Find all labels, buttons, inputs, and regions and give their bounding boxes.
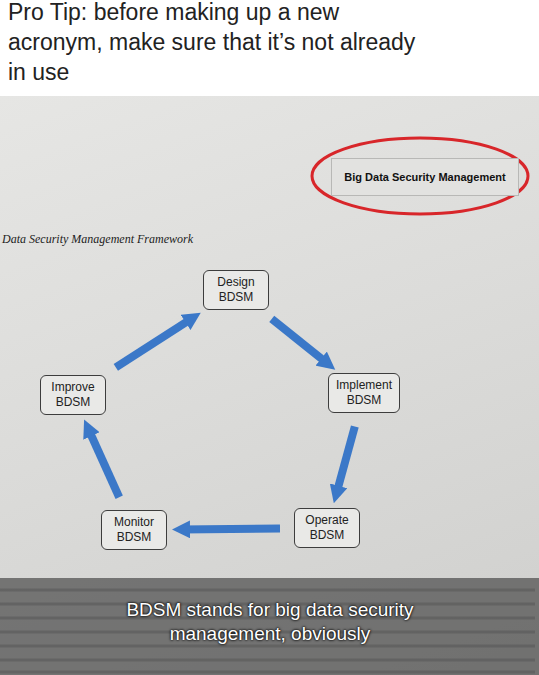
- highlighted-box: Big Data Security Management: [331, 158, 518, 196]
- box-text: Implement BDSM: [336, 378, 392, 408]
- process-box: Operate BDSM: [294, 508, 360, 548]
- process-box: Monitor BDSM: [101, 510, 167, 550]
- block-arrow: [88, 428, 119, 497]
- box-text: Improve BDSM: [48, 380, 98, 410]
- red-circle: [312, 138, 528, 214]
- box-text: Monitor BDSM: [109, 515, 159, 545]
- box-text: Big Data Security Management: [344, 171, 505, 183]
- block-arrow: [181, 528, 280, 529]
- process-box: Design BDSM: [203, 270, 269, 310]
- meme-title: Pro Tip: before making up a new acronym,…: [8, 0, 438, 87]
- process-box: Implement BDSM: [328, 373, 400, 413]
- meme-caption: BDSM stands for big data security manage…: [74, 598, 466, 646]
- box-text: Operate BDSM: [302, 513, 352, 543]
- block-arrow: [336, 427, 355, 495]
- block-arrow: [116, 318, 193, 368]
- process-box: Improve BDSM: [40, 375, 106, 415]
- block-arrow: [272, 319, 328, 364]
- box-text: Design BDSM: [211, 275, 261, 305]
- framework-label: Data Security Management Framework: [2, 232, 193, 247]
